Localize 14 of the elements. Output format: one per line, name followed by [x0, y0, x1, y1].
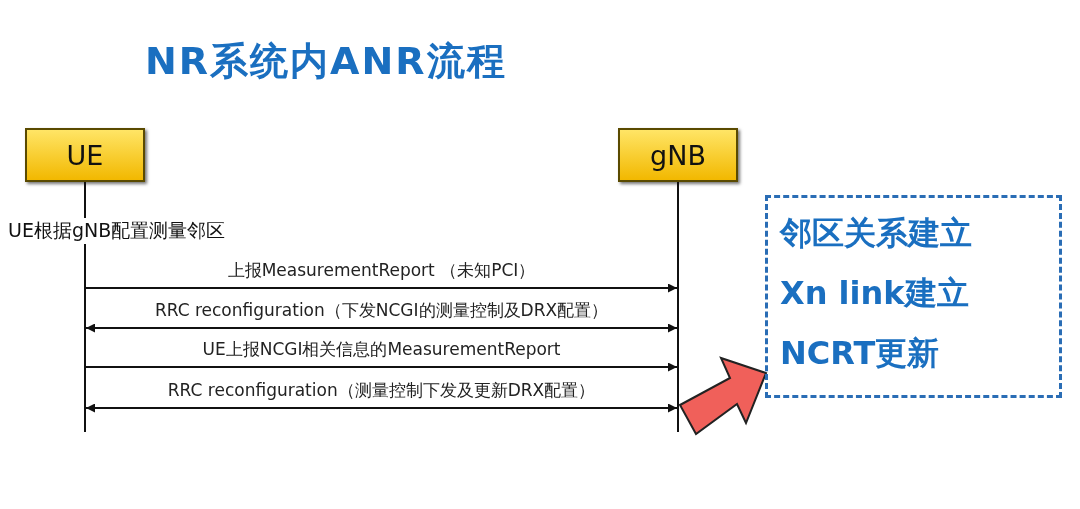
message-arrow — [85, 403, 678, 413]
box-text: Xn link建立 — [780, 273, 969, 314]
edge-label: UE上报NCGI相关信息的MeasurementReport — [200, 338, 563, 361]
message-arrow — [85, 323, 678, 333]
message-arrow — [85, 362, 678, 372]
actor-box: UE — [25, 128, 145, 182]
block-arrow — [678, 356, 768, 436]
box-text: NCRT更新 — [780, 333, 940, 374]
title: NR系统内ANR流程 — [145, 38, 507, 85]
message-arrow — [85, 283, 678, 293]
note-text: UE根据gNB配置测量邻区 — [8, 218, 226, 244]
box-text: 邻区关系建立 — [780, 213, 972, 254]
dashed-box — [765, 195, 1062, 398]
actor-box: gNB — [618, 128, 738, 182]
